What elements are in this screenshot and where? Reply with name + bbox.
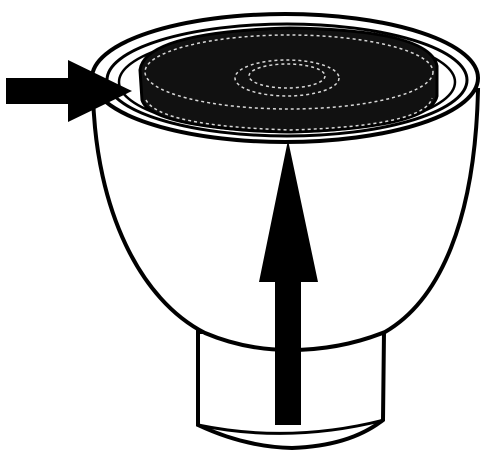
dark-disc: [140, 28, 437, 132]
